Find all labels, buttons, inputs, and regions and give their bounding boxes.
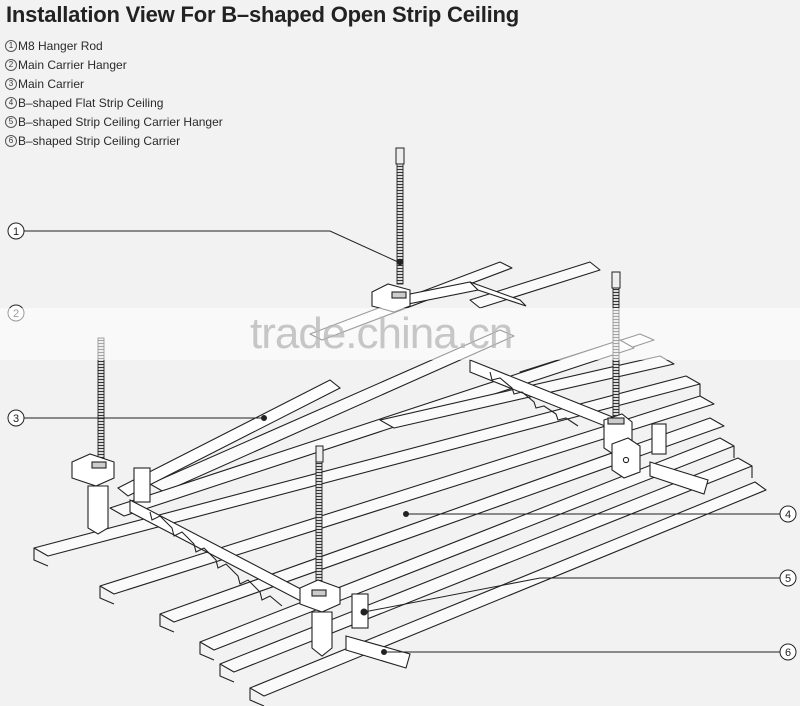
strip-carrier-hanger	[299, 579, 369, 657]
legend-number: 1	[5, 39, 17, 52]
main-carrier-hanger	[71, 453, 151, 535]
callout-leaders	[24, 230, 780, 653]
callout-leader-5	[363, 577, 780, 613]
hanger-rod-top	[395, 147, 405, 285]
callout-1: 1	[7, 222, 25, 240]
legend-label: B–shaped Flat Strip Ceiling	[18, 95, 164, 110]
callout-3: 3	[7, 409, 25, 427]
strip-ceiling-carrier	[129, 359, 709, 669]
callout-number: 1	[13, 226, 19, 238]
legend-label: Main Carrier	[18, 76, 85, 91]
legend-number: 2	[5, 58, 17, 71]
strip-carrier-right-end	[649, 461, 709, 495]
strip-carrier-hanger	[611, 437, 641, 479]
leader-dot	[403, 511, 409, 517]
legend-label: Main Carrier Hanger	[18, 57, 127, 72]
strip-carrier-front-end	[345, 635, 411, 669]
ceiling-strip	[109, 339, 635, 517]
callout-5: 5	[779, 569, 797, 587]
legend-number: 5	[5, 115, 17, 128]
ceiling-strip	[159, 417, 725, 623]
callout-number: 4	[785, 509, 791, 521]
main-carrier-right	[469, 281, 527, 307]
legend-number: 4	[5, 96, 17, 109]
callout-number: 6	[785, 647, 791, 659]
main-carrier-left	[116, 379, 342, 497]
strip-carrier-hangers	[299, 437, 641, 657]
flat-strip-ceiling	[33, 261, 767, 706]
callout-6: 6	[779, 643, 797, 661]
watermark: trade.china.cn	[250, 309, 513, 358]
main-carrier-hanger	[371, 283, 411, 313]
ceiling-strip	[249, 481, 767, 697]
legend-number: 6	[5, 134, 17, 147]
watermark-band	[0, 308, 800, 360]
leader-dots	[261, 415, 409, 655]
diagram-title: Installation View For B–shaped Open Stri…	[6, 2, 519, 27]
callout-number: 3	[13, 413, 19, 425]
leader-dot	[261, 415, 267, 421]
hanger-rod-center	[315, 445, 324, 593]
leader-dot	[381, 649, 387, 655]
callout-number: 5	[785, 573, 791, 585]
legend-label: M8 Hanger Rod	[18, 38, 103, 53]
main-carrier-hangers	[71, 283, 667, 535]
legend-label: B–shaped Strip Ceiling Carrier	[18, 133, 181, 148]
legend-number: 3	[5, 77, 17, 90]
ceiling-strip	[99, 395, 715, 595]
legend-label: B–shaped Strip Ceiling Carrier Hanger	[18, 114, 223, 129]
callout-4: 4	[779, 505, 797, 523]
callout-leader-1	[24, 230, 399, 263]
